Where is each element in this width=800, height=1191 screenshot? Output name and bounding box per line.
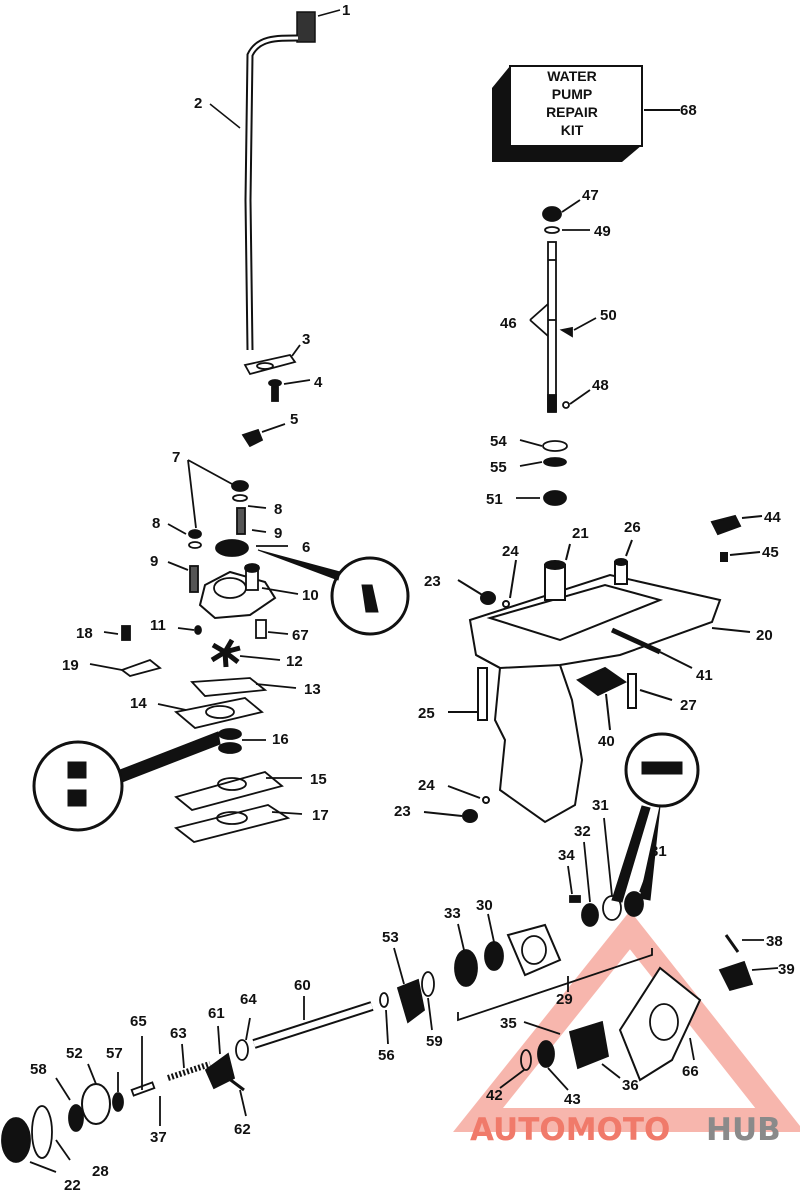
callout-19: 19 [62, 657, 79, 674]
callout-38: 38 [766, 933, 783, 950]
callout-39: 39 [778, 961, 795, 978]
callout-65: 65 [130, 1013, 147, 1030]
callout-58: 58 [30, 1061, 47, 1078]
kit-line-2: PUMP [552, 86, 592, 102]
callout-13: 13 [304, 681, 321, 698]
callout-labels: 1 2 3 4 5 6 7 8 8 9 9 10 11 12 13 14 15 … [30, 2, 795, 1191]
callout-31a: 31 [592, 797, 609, 814]
callout-63: 63 [170, 1025, 187, 1042]
callout-59: 59 [426, 1033, 443, 1050]
callout-60: 60 [294, 977, 311, 994]
callout-20: 20 [756, 627, 773, 644]
callout-23b: 23 [394, 803, 411, 820]
callout-28: 28 [92, 1163, 109, 1180]
callout-18: 18 [76, 625, 93, 642]
shift-rod-seal-parts [241, 344, 311, 448]
detail-circle-upper [257, 549, 410, 636]
callout-16: 16 [272, 731, 289, 748]
callout-6: 6 [302, 539, 310, 556]
watermark-part-1: AUTOMOTO [470, 1112, 670, 1148]
kit-line-3: REPAIR [546, 104, 598, 120]
propeller-shaft-components [1, 817, 779, 1173]
callout-56: 56 [378, 1047, 395, 1064]
callout-9a: 9 [274, 525, 282, 542]
callout-8b: 8 [152, 515, 160, 532]
callout-48: 48 [592, 377, 609, 394]
callout-49: 49 [594, 223, 611, 240]
watermark-part-2: HUB [706, 1112, 781, 1148]
callout-55: 55 [490, 459, 507, 476]
kit-box-label: WATER PUMP REPAIR KIT 68 [546, 68, 697, 138]
callout-30: 30 [476, 897, 493, 914]
callout-50: 50 [600, 307, 617, 324]
callout-37: 37 [150, 1129, 167, 1146]
callout-64: 64 [240, 991, 257, 1008]
watermark-text: AUTOMOTO HUB [470, 1112, 781, 1148]
callout-1: 1 [342, 2, 350, 19]
callout-4: 4 [314, 374, 323, 391]
water-pump-repair-kit-box [492, 65, 680, 162]
callout-51: 51 [486, 491, 503, 508]
callout-61: 61 [208, 1005, 225, 1022]
callout-9b: 9 [150, 553, 158, 570]
callout-57: 57 [106, 1045, 123, 1062]
water-pump-components [89, 459, 303, 843]
callout-14: 14 [130, 695, 147, 712]
callout-29: 29 [556, 991, 573, 1008]
gearcase-housing [423, 514, 763, 824]
callout-47: 47 [582, 187, 599, 204]
callout-25: 25 [418, 705, 435, 722]
callout-7: 7 [172, 449, 180, 466]
shift-rod-assembly [209, 9, 341, 351]
detail-circle-lower [32, 731, 221, 832]
callout-41: 41 [696, 667, 713, 684]
callout-33: 33 [444, 905, 461, 922]
callout-40: 40 [598, 733, 615, 750]
callout-43: 43 [564, 1091, 581, 1108]
callout-53: 53 [382, 929, 399, 946]
driveshaft-assembly [516, 199, 597, 506]
callout-22: 22 [64, 1177, 81, 1191]
callout-17: 17 [312, 807, 329, 824]
callout-10: 10 [302, 587, 319, 604]
callout-54: 54 [490, 433, 507, 450]
callout-8a: 8 [274, 501, 282, 518]
kit-line-1: WATER [547, 68, 597, 84]
callout-24b: 24 [418, 777, 435, 794]
callout-36: 36 [622, 1077, 639, 1094]
callout-12: 12 [286, 653, 303, 670]
callout-21: 21 [572, 525, 589, 542]
callout-45: 45 [762, 544, 779, 561]
callout-27: 27 [680, 697, 697, 714]
callout-32: 32 [574, 823, 591, 840]
callout-68: 68 [680, 102, 697, 119]
callout-3: 3 [302, 331, 310, 348]
callout-31b: 31 [650, 843, 667, 860]
callout-34: 34 [558, 847, 575, 864]
callout-24a: 24 [502, 543, 519, 560]
callout-44: 44 [764, 509, 781, 526]
callout-2: 2 [194, 95, 202, 112]
callout-66: 66 [682, 1063, 699, 1080]
impeller-icon [210, 638, 241, 668]
watermark-triangle-logo [453, 910, 800, 1132]
detail-circle-prop-shaft [611, 732, 700, 903]
callout-46: 46 [500, 315, 517, 332]
callout-67: 67 [292, 627, 309, 644]
callout-42: 42 [486, 1087, 503, 1104]
callout-15: 15 [310, 771, 327, 788]
callout-11: 11 [150, 617, 166, 634]
callout-62: 62 [234, 1121, 251, 1138]
callout-52: 52 [66, 1045, 83, 1062]
callout-5: 5 [290, 411, 298, 428]
kit-line-4: KIT [561, 122, 584, 138]
callout-23a: 23 [424, 573, 441, 590]
callout-26: 26 [624, 519, 641, 536]
callout-35: 35 [500, 1015, 517, 1032]
